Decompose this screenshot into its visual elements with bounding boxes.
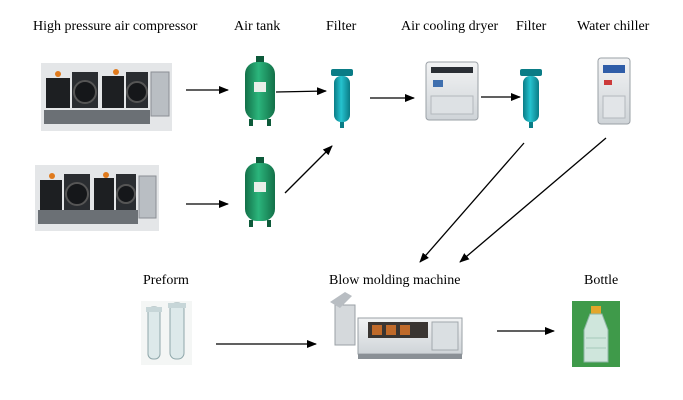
air-tank-image-1 [245,56,275,126]
label-air-cooling-dryer: Air cooling dryer [401,19,499,34]
label-compressor: High pressure air compressor [33,19,198,34]
bottle-image [572,301,620,367]
label-water-chiller: Water chiller [577,19,650,34]
label-air-tank: Air tank [234,19,281,34]
arrow-tank1-to-filter1 [275,87,327,96]
flow-arrows [186,86,607,348]
blow-molding-machine-image [322,290,467,366]
air-cooling-dryer-image [425,61,479,121]
water-chiller-image [597,57,631,125]
label-preform: Preform [143,273,189,288]
label-filter-2: Filter [516,19,547,34]
label-blow-molding-machine: Blow molding machine [329,273,461,288]
arrow-chiller-to-machine [459,137,607,263]
label-filter-1: Filter [326,19,357,34]
label-bottle: Bottle [584,273,619,288]
filter-image-2 [520,69,542,128]
preform-image [141,301,192,365]
air-tank-image-2 [245,157,275,227]
compressor-image-2 [35,165,159,231]
compressor-image-1 [41,63,172,131]
arrow-tank2-to-filter1 [284,145,333,194]
arrow-filter2-to-machine [419,142,525,263]
filter-image-1 [331,69,353,128]
